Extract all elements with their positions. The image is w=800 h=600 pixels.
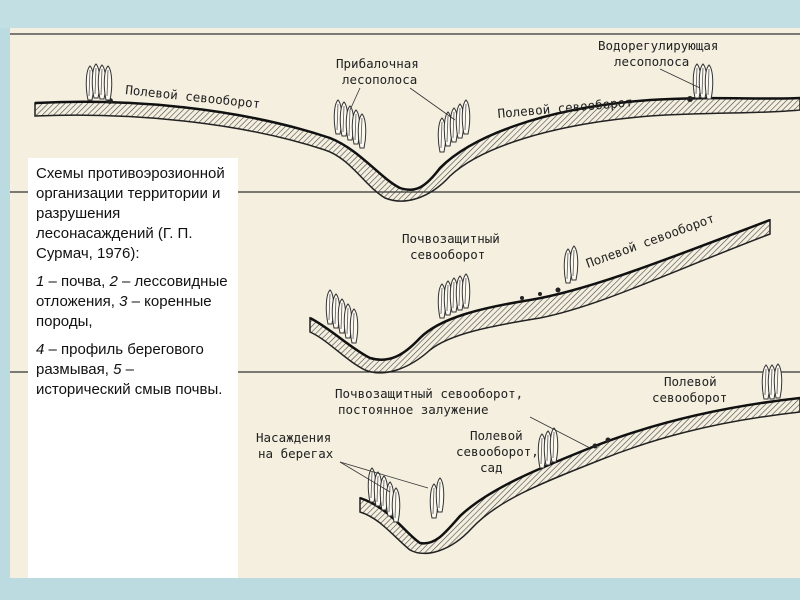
legend-num-5: 5 — [113, 361, 122, 378]
p3-banks-label-1: Насаждения — [256, 430, 331, 445]
panel-1-trees-left — [85, 63, 113, 101]
p3-protective-label-2: постоянное залужение — [338, 402, 489, 417]
legend-num-3: 3 — [119, 293, 128, 310]
caption-legend-1: 1 – почва, 2 – лессовидные отложения, 3 … — [36, 272, 232, 332]
panel-2-profile — [309, 218, 771, 374]
legend-text-4: – профиль берегового размывая, — [36, 341, 204, 378]
legend-text-1: – почва, — [44, 273, 110, 290]
legend-num-4: 4 — [36, 341, 45, 358]
caption-legend-2: 4 – профиль берегового размывая, 5 – ист… — [36, 340, 232, 400]
caption-box: Схемы противоэрозионной организации терр… — [28, 158, 238, 600]
panel-3-profile — [359, 396, 800, 554]
p3-orchard-label-1: Полевой — [470, 428, 523, 443]
p2-protective-label-1: Почвозащитный — [402, 231, 500, 246]
legend-num-2: 2 — [109, 273, 118, 290]
legend-text-3: – коренные породы, — [36, 293, 212, 330]
erosion-diagram: Полевой севооборот Прибалочная лесополос… — [10, 33, 800, 554]
caption-title: Схемы противоэрозионной организации терр… — [36, 165, 225, 262]
p3-banks-label-2: на берегах — [258, 446, 334, 461]
p3-protective-label-1: Почвозащитный севооборот, — [335, 386, 523, 401]
panel-1-trees-right — [692, 63, 714, 100]
bottom-band — [0, 578, 800, 600]
p3-field-label-2: севооборот — [652, 390, 727, 405]
legend-text-2: – лессовидные отложения, — [36, 273, 228, 310]
p1-ravine-belt-label-1: Прибалочная — [336, 56, 419, 71]
p1-water-belt-label-1: Водорегулирующая — [598, 38, 718, 53]
legend-text-5: – исторический смыв почвы. — [36, 361, 223, 398]
p1-water-belt-label-2: лесополоса — [614, 54, 689, 69]
legend-num-1: 1 — [36, 273, 45, 290]
p3-orchard-label-3: сад — [480, 460, 503, 475]
p2-protective-label-2: севооборот — [410, 247, 485, 262]
top-band — [0, 0, 800, 28]
panel-1-trees-ravine-right — [437, 99, 471, 153]
p1-ravine-belt-label-2: лесополоса — [342, 72, 417, 87]
p3-field-label-1: Полевой — [664, 374, 717, 389]
panel-1-profile — [34, 96, 800, 202]
p3-orchard-label-2: севооборот, — [456, 444, 539, 459]
